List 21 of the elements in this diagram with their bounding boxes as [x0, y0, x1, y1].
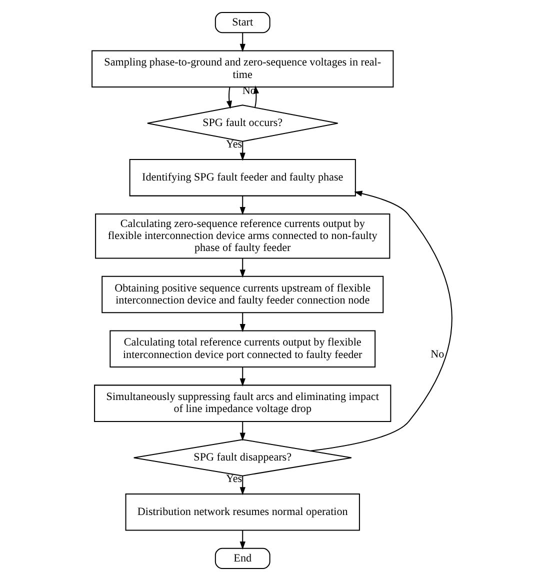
arrow: [239, 196, 245, 216]
arrow: [310, 190, 452, 452]
node-box: Identifying SPG fault feeder and faulty phase: [128, 159, 356, 196]
node-box: Sampling phase-to-ground and zero-sequence voltages in real-time: [91, 50, 394, 88]
arrow: [226, 86, 232, 109]
node-box: Start: [214, 12, 270, 34]
arrow: [239, 530, 245, 550]
arrow: [239, 141, 245, 161]
node-box: Calculating total reference currents output by flexible interconnection device port connected to faulty feeder: [109, 330, 376, 368]
node-box: End: [214, 548, 270, 570]
edge-label: No: [430, 348, 444, 361]
node-box: Simultaneously suppressing fault arcs and eliminating impact of line impedance voltage drop: [94, 384, 391, 422]
arrow: [239, 421, 245, 441]
node-box: Obtaining positive sequence currents upstream of flexible interconnection device and faulty feeder connection node: [101, 276, 384, 314]
node-box: Calculating zero-sequence reference currents output by flexible interconnection device arms connected to non-faulty phase of faulty feeder: [94, 213, 390, 259]
arrow: [239, 312, 245, 332]
arrow: [239, 32, 245, 52]
arrow: [239, 258, 245, 278]
node-box: Distribution network resumes normal operation: [124, 493, 360, 531]
arrow: [239, 476, 245, 496]
arrow: [239, 367, 245, 386]
